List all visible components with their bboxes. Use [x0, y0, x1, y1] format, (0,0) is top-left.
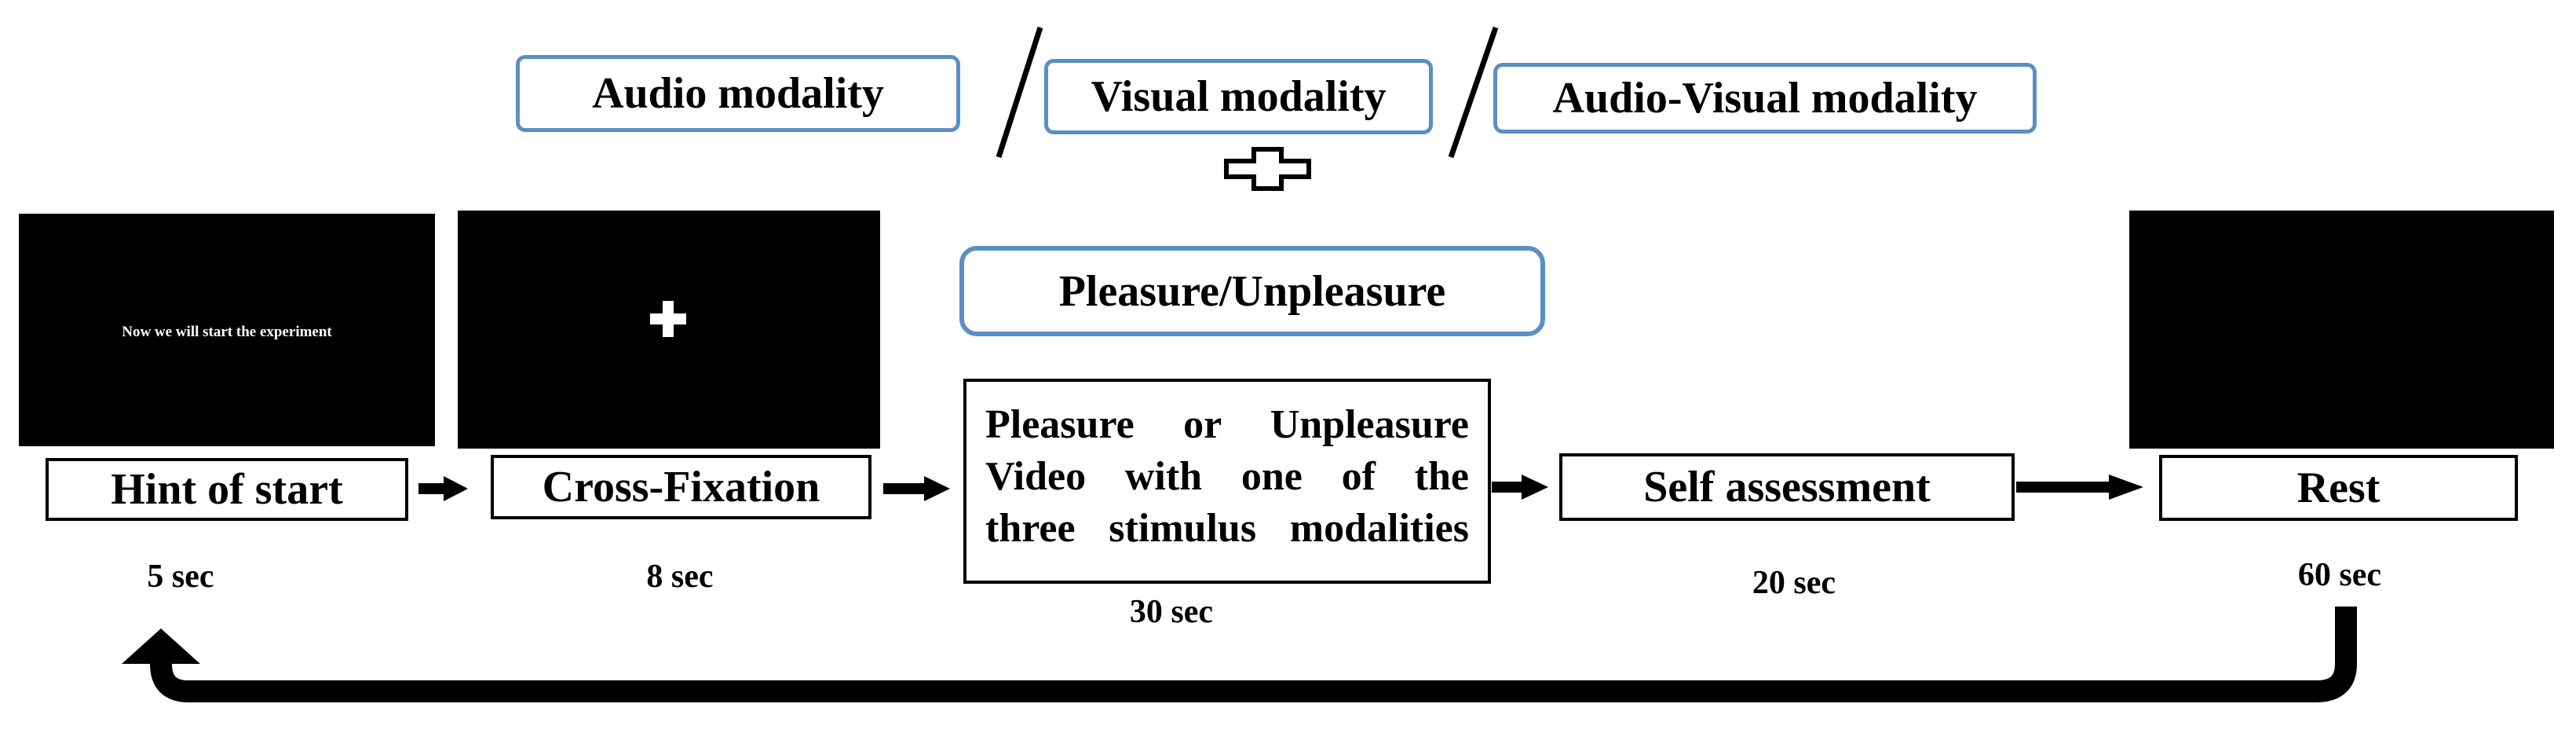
stimulus-duration: 30 sec [1129, 594, 1214, 630]
hint-screen: Now we will start the experiment [19, 214, 435, 446]
hint-of-start-box: Hint of start [46, 458, 408, 521]
hint-of-start-label: Hint of start [111, 465, 343, 514]
stimulus-line-3: three stimulus modalities [985, 506, 1469, 551]
rest-screen [2129, 211, 2554, 449]
condition-box: Pleasure/Unpleasure [959, 246, 1545, 336]
plus-icon [1224, 147, 1311, 191]
separator-slash-1 [996, 26, 1043, 159]
arrow-stimulus-to-assessment [1492, 475, 1548, 500]
arrow-hint-to-fixation [418, 476, 468, 501]
self-assessment-label: Self assessment [1643, 463, 1931, 511]
fixation-cross-icon-vertical [663, 301, 674, 337]
stimulus-line-1: Pleasure or Unpleasure [985, 402, 1469, 447]
cross-fixation-box: Cross-Fixation [491, 455, 871, 519]
visual-modality-label: Visual modality [1091, 72, 1387, 121]
audio-visual-modality-label: Audio-Visual modality [1552, 74, 1978, 123]
hint-screen-text: Now we will start the experiment [122, 324, 332, 340]
fixation-duration: 8 sec [646, 559, 714, 595]
visual-modality-box: Visual modality [1044, 59, 1433, 134]
self-assessment-box: Self assessment [1559, 453, 2015, 521]
audio-modality-label: Audio modality [592, 69, 884, 118]
audio-visual-modality-box: Audio-Visual modality [1493, 63, 2037, 134]
loop-back-arrow [122, 607, 2357, 702]
rest-label: Rest [2296, 464, 2381, 512]
hint-duration: 5 sec [147, 559, 214, 595]
self-assessment-duration: 20 sec [1752, 565, 1836, 601]
condition-label: Pleasure/Unpleasure [1058, 266, 1446, 316]
cross-fixation-label: Cross-Fixation [542, 463, 820, 511]
audio-modality-box: Audio modality [516, 55, 960, 132]
stimulus-line-2: Video with one of the [985, 454, 1469, 499]
arrow-assessment-to-rest [2016, 475, 2143, 500]
arrow-fixation-to-stimulus [883, 476, 950, 501]
rest-duration: 60 sec [2297, 557, 2382, 593]
separator-slash-2 [1448, 26, 1499, 159]
rest-box: Rest [2159, 455, 2518, 521]
stimulus-video-box: Pleasure or Unpleasure Video with one of… [963, 379, 1491, 584]
fixation-screen [458, 211, 880, 449]
